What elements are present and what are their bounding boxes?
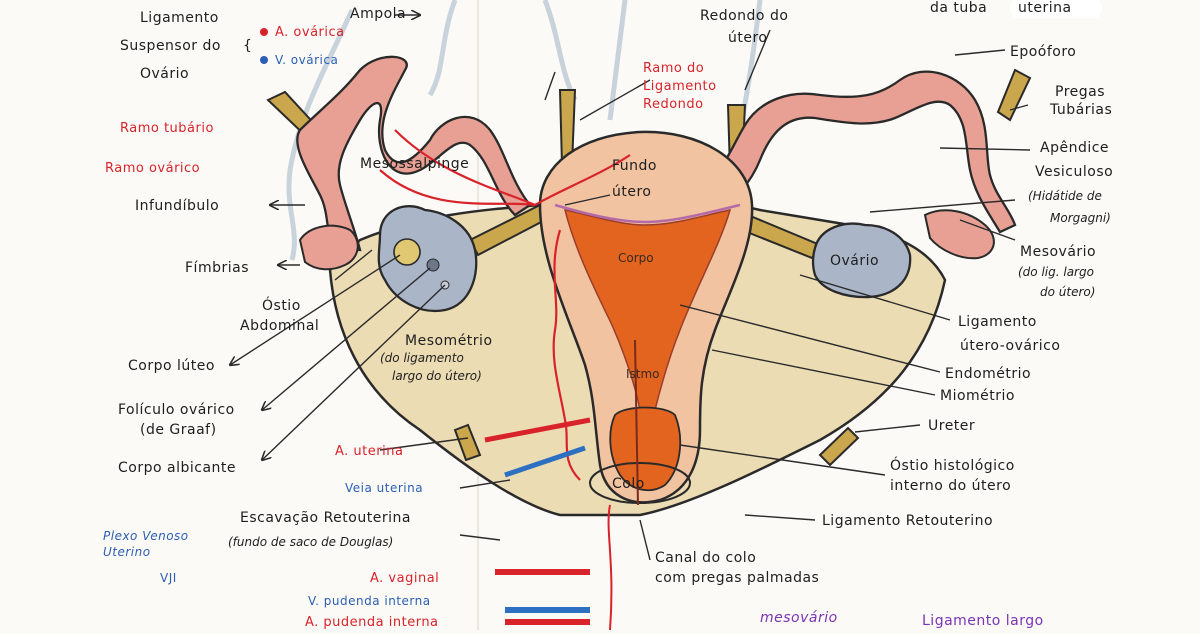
label-lig-susp-1: Ligamento [140,10,219,26]
label-tuba-word: uterina [1018,0,1072,16]
label-foliculo-1: Folículo ovárico [118,402,235,418]
label-corpo: Corpo [618,251,654,265]
label-lig-uo-2: útero-ovárico [960,338,1060,354]
uterine-artery-branches [379,129,631,481]
label-pregas-2: Tubárias [1049,102,1112,118]
label-mesometrio-2: (do ligamento [380,351,464,365]
label-lig-susp-2: Suspensor do [120,38,221,54]
label-ovario: Ovário [830,253,879,269]
label-mesovario-bottom: mesovário [760,610,838,626]
label-corpo-luteo: Corpo lúteo [128,358,215,374]
ovarian-vein-dot [260,56,268,64]
label-apendice-2: Vesiculoso [1035,164,1113,180]
left-ovary [377,205,478,313]
endometrium-outline [554,203,741,224]
label-ramo-lig-2: Ligamento [643,79,717,94]
label-infundibulo: Infundíbulo [135,198,219,214]
pudendal-vessels [495,569,590,625]
label-canal-1: Canal do colo [655,550,756,566]
colo-region [589,462,691,504]
label-endometrio: Endométrio [945,366,1031,382]
right-ovary [811,222,912,299]
vagina-vessel [607,504,613,631]
left-fimbriae [298,224,359,271]
label-pregas-1: Pregas [1055,84,1105,100]
label-redondo-1: Redondo do [700,8,788,24]
label-a-vaginal: A. vaginal [370,571,439,586]
label-mesometrio-1: Mesométrio [405,333,493,349]
label-mesovario-1: Mesovário [1020,244,1096,260]
label-a-ovarica: A. ovárica [275,25,345,40]
label-mesometrio-3: largo do útero) [392,369,482,383]
label-plexo-2: Uterino [103,545,151,559]
corpus-luteum [393,238,421,266]
label-lig-largo: Ligamento largo [922,613,1044,629]
label-v-ovarica: V. ovárica [275,53,338,67]
label-ostio-hist-2: interno do útero [890,478,1011,494]
leader-lines [230,15,1031,561]
cervix [609,406,682,492]
label-epooforo: Epoóforo [1010,44,1076,60]
label-mesossalpinge: Mesossalpinge [360,156,469,172]
label-mesovario-2: (do lig. largo [1018,265,1094,279]
label-ostio-abd-1: Óstio [262,296,301,314]
label-lig-retouterino: Ligamento Retouterino [822,513,993,529]
label-escavacao-2: (fundo de saco de Douglas) [228,535,393,549]
label-a-pudenda: A. pudenda interna [305,615,439,630]
ovarian-artery-dot [260,28,268,36]
label-ramo-lig-1: Ramo do [643,61,704,76]
label-ramo-lig-3: Redondo [643,97,704,112]
label-canal-2: com pregas palmadas [655,570,819,586]
label-escavacao-1: Escavação Retouterina [240,510,411,526]
label-fundo-1: Fundo [612,158,657,174]
label-hidatide-1: (Hidátide de [1028,189,1102,203]
cervical-canal-line [634,339,639,506]
label-ureter: Ureter [928,418,975,434]
label-lig-uo-1: Ligamento [958,314,1037,330]
label-ostio-abd-2: Abdominal [240,318,319,334]
label-hidatide-2: Morgagni) [1050,211,1111,225]
label-v-pudenda: V. pudenda interna [308,594,431,608]
label-colo: Colo [612,476,645,492]
uterine-cavity [563,209,732,411]
label-miometrio: Miométrio [940,388,1015,404]
label-foliculo-2: (de Graaf) [140,422,217,438]
label-ramo-ovarico: Ramo ovárico [105,161,200,176]
uterine-vessels-lower [484,417,591,478]
label-tuba-prefix: da tuba [930,0,987,16]
label-ampola: Ampola [350,6,406,22]
left-uterine-tube [296,55,532,252]
label-istmo: Istmo [626,367,660,381]
label-a-uterina: A. uterina [335,444,403,459]
label-mesovario-3: do útero) [1040,285,1095,299]
label-plexo-1: Plexo Venoso [103,529,189,543]
label-lig-susp-3: Ovário [140,66,189,82]
label-fimbrias: Fímbrias [185,260,249,276]
label-brace: { [243,38,252,54]
label-vji: VJI [160,571,177,585]
label-ramo-tubario: Ramo tubário [120,121,214,136]
label-redondo-2: útero [728,30,768,46]
tuba-highlight [1010,0,1102,18]
right-uterine-tube [688,70,1017,234]
label-corpo-albicante: Corpo albicante [118,460,236,476]
label-fundo-2: útero [612,184,652,200]
label-apendice-1: Apêndice [1040,140,1109,156]
right-fimbriae [923,209,995,260]
label-veia-uterina: Veia uterina [345,481,423,495]
label-ostio-hist-1: Óstio histológico [890,456,1015,474]
background-vessels [286,0,763,261]
